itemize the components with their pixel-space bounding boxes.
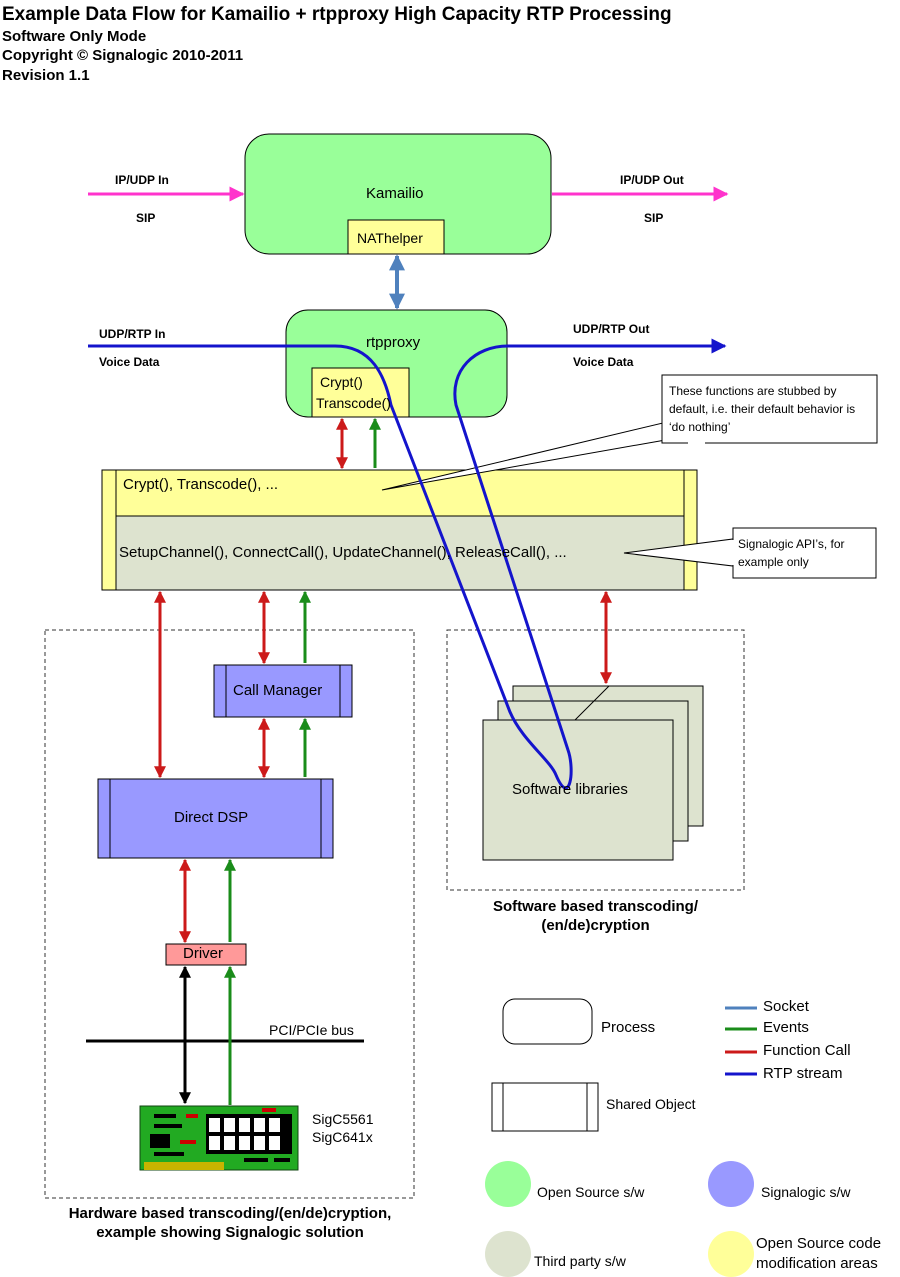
- udp-rtp-out-label: UDP/RTP Out: [573, 322, 650, 336]
- direct-dsp-label: Direct DSP: [174, 809, 249, 826]
- sip-in-label: SIP: [136, 211, 156, 225]
- voice-in-label: Voice Data: [99, 355, 160, 369]
- driver-box: [165, 943, 247, 966]
- rtp-stream-path: [334, 344, 573, 790]
- callout-api-text: Signalogic API’s, for example only: [738, 537, 845, 569]
- sip-out-label: SIP: [644, 211, 664, 225]
- page-subtitle-mode: Software Only Mode: [2, 28, 147, 45]
- legend-process-shape: [502, 998, 593, 1045]
- software-caption-line2: (en/de)cryption: [541, 917, 650, 934]
- software-region: [446, 629, 745, 891]
- legend-rtp-label: RTP stream: [763, 1065, 843, 1082]
- ip-udp-in-label: IP/UDP In: [115, 173, 169, 187]
- board-label-line2: SigC641x: [312, 1129, 373, 1145]
- legend-shared-object-shape: [491, 1082, 599, 1132]
- legend-signalogic-label: Signalogic s/w: [761, 1184, 851, 1200]
- page-copyright: Copyright © Signalogic 2010-2011: [2, 47, 244, 64]
- voice-out-label: Voice Data: [573, 355, 634, 369]
- api-layer-label: SetupChannel(), ConnectCall(), UpdateCha…: [119, 544, 567, 561]
- legend-open-source-swatch: [485, 1161, 531, 1207]
- callout-api: [732, 527, 877, 579]
- software-caption-line1: Software based transcoding/: [492, 898, 699, 915]
- crypt-label: Crypt(): [320, 374, 363, 390]
- call-manager-box: [213, 664, 353, 718]
- transcode-label: Transcode(): [316, 395, 391, 411]
- direct-dsp-box: [97, 778, 334, 859]
- legend-modification-swatch: [708, 1231, 754, 1277]
- api-layer: [115, 515, 685, 591]
- legend-third-party-swatch: [485, 1231, 531, 1277]
- swlib-page-front: [482, 719, 674, 861]
- callout-stubbed: [661, 374, 878, 444]
- legend-function-call-label: Function Call: [763, 1042, 851, 1059]
- legend-events-label: Events: [763, 1019, 809, 1036]
- legend-shared-object-label: Shared Object: [606, 1096, 696, 1112]
- legend-third-party-label: Third party s/w: [534, 1253, 626, 1269]
- legend-open-source-label: Open Source s/w: [537, 1184, 645, 1200]
- software-libraries-label: Software libraries: [512, 781, 628, 798]
- hardware-region: [44, 629, 415, 1199]
- page-revision: Revision 1.1: [2, 67, 90, 84]
- hardware-caption-line1: Hardware based transcoding/(en/de)crypti…: [68, 1205, 392, 1222]
- legend-modification-label-line2: modification areas: [756, 1255, 878, 1272]
- legend-process-label: Process: [601, 1019, 656, 1036]
- legend-signalogic-swatch: [708, 1161, 754, 1207]
- pci-bus-label: PCI/PCIe bus: [269, 1022, 354, 1038]
- board-icon: [139, 1105, 299, 1171]
- board-label-line1: SigC5561: [312, 1111, 374, 1127]
- ip-udp-out-label: IP/UDP Out: [620, 173, 684, 187]
- udp-rtp-in-label: UDP/RTP In: [99, 327, 166, 341]
- legend-modification-label-line1: Open Source code: [756, 1235, 882, 1252]
- driver-label: Driver: [183, 945, 223, 962]
- kamailio-label: Kamailio: [366, 185, 424, 202]
- mod-layer-label: Crypt(), Transcode(), ...: [123, 476, 279, 493]
- rtpproxy-label: rtpproxy: [366, 334, 421, 351]
- call-manager-label: Call Manager: [233, 682, 323, 699]
- callout-stubbed-text: These functions are stubbed by default, …: [669, 384, 856, 434]
- page-title: Example Data Flow for Kamailio + rtpprox…: [2, 4, 672, 25]
- legend-socket-label: Socket: [763, 998, 809, 1015]
- hardware-caption-line2: example showing Signalogic solution: [96, 1224, 364, 1241]
- nathelper-box: [347, 219, 445, 255]
- nathelper-label: NAThelper: [357, 230, 423, 246]
- callout-api-leader: [574, 685, 610, 721]
